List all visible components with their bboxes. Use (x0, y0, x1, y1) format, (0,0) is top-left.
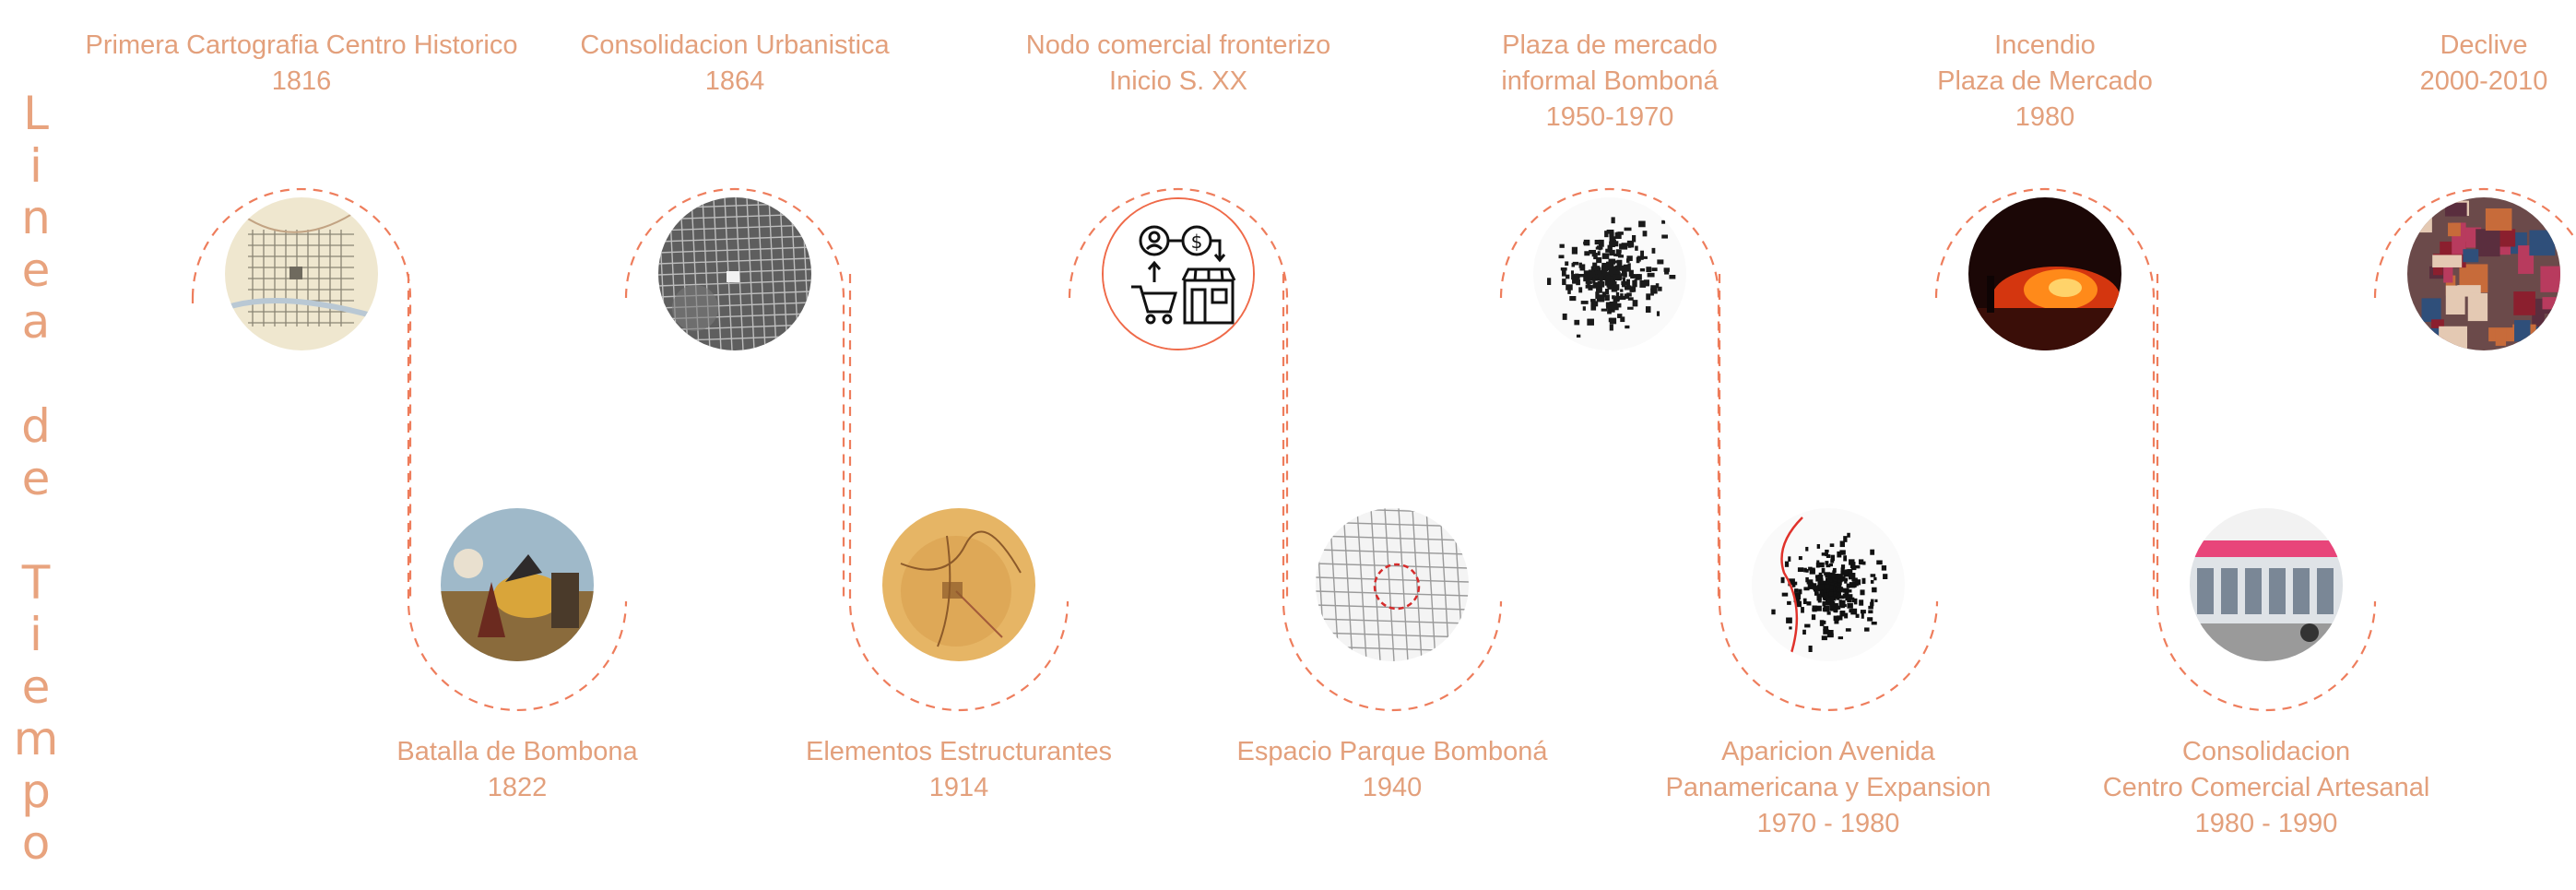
timeline-node-cartografia (225, 197, 378, 350)
vertical-title-letter (7, 349, 65, 401)
event-date: Inicio S. XX (1109, 66, 1247, 96)
vertical-title-letter: d (21, 399, 51, 453)
event-date: 1980 - 1990 (2194, 809, 2338, 838)
urban-sprawl-map-image (1752, 508, 1905, 661)
event-date: 1950-1970 (1545, 102, 1674, 132)
battle-painting-image (441, 508, 594, 661)
vertical-title-letter: e (21, 243, 51, 297)
vertical-title-letter: p (21, 764, 51, 818)
shopping-center-photo-image (2190, 508, 2343, 661)
vertical-title-letter: T (21, 555, 51, 610)
event-title-line: Plaza de mercado (1502, 30, 1718, 60)
timeline-node-avenida (1752, 508, 1905, 661)
timeline-node-cc-artesanal (2190, 508, 2343, 661)
vertical-title-letter: e (21, 451, 51, 505)
bw-aerial-grid-map-image (658, 197, 811, 350)
svg-text:$: $ (1191, 231, 1203, 253)
vertical-title-letter: m (13, 712, 59, 765)
event-title-line: Espacio Parque Bomboná (1236, 737, 1548, 766)
event-title-line: Batalla de Bombona (396, 737, 638, 766)
timeline-node-declive (2407, 197, 2560, 350)
event-title-line: Declive (2440, 30, 2528, 60)
event-title-line: Consolidacion Urbanistica (580, 30, 890, 60)
event-title-line: Centro Comercial Artesanal (2102, 773, 2430, 802)
event-title-line: Consolidacion (2181, 737, 2351, 766)
event-title-line: Aparicion Avenida (1721, 737, 1935, 766)
event-title-line: Incendio (1994, 30, 2096, 60)
event-title-line: Elementos Estructurantes (805, 737, 1113, 766)
event-label-elementos: Elementos Estructurantes 1914 (806, 734, 1112, 806)
street-map-red-circle-image (1316, 508, 1469, 661)
event-label-cartografia: Primera Cartografia Centro Historico 1816 (86, 28, 518, 100)
event-title-line: Primera Cartografia Centro Historico (85, 30, 518, 60)
timeline-node-nodo: $ (1102, 197, 1255, 350)
timeline-node-espacio (1316, 508, 1469, 661)
timeline-dashed-path (191, 187, 2576, 712)
event-title-line: Panamericana y Expansion (1665, 773, 1991, 802)
vertical-title-letter: i (30, 608, 42, 661)
vertical-title-letter: i (30, 138, 42, 193)
bw-city-fabric-map-image (1533, 197, 1686, 350)
event-date: 1940 (1362, 773, 1423, 802)
event-label-plaza-informal: Plaza de mercado informal Bomboná 1950-197… (1501, 28, 1718, 136)
commerce-exchange-icon-image: $ (1104, 199, 1253, 349)
vertical-title-letter (7, 504, 65, 557)
event-date: 2000-2010 (2419, 66, 2548, 96)
event-date: 1816 (271, 66, 332, 96)
event-date: 1980 (2015, 102, 2075, 132)
old-city-grid-map-image (225, 197, 378, 350)
event-label-batalla: Batalla de Bombona 1822 (396, 734, 637, 806)
event-date: 1970 - 1980 (1756, 809, 1900, 838)
vertical-title-letter: a (21, 295, 51, 349)
fire-photo-image (1968, 197, 2121, 350)
vertical-title-letter: n (21, 191, 51, 244)
event-label-espacio: Espacio Parque Bomboná 1940 (1237, 734, 1548, 806)
event-title-line: Plaza de Mercado (1937, 66, 2153, 96)
event-label-consolidacion-urb: Consolidacion Urbanistica 1864 (580, 28, 889, 100)
market-stalls-photo-image (2407, 197, 2560, 350)
timeline-node-elementos (882, 508, 1035, 661)
event-date: 1864 (704, 66, 765, 96)
event-date: 1822 (487, 773, 548, 802)
timeline-node-consolidacion-urb (658, 197, 811, 350)
timeline-node-batalla (441, 508, 594, 661)
event-date: 1914 (928, 773, 989, 802)
timeline-node-plaza-informal (1533, 197, 1686, 350)
sepia-old-map-image (882, 508, 1035, 661)
event-label-declive: Declive 2000-2010 (2420, 28, 2548, 100)
vertical-title-letter: e (21, 659, 51, 714)
timeline-node-incendio (1968, 197, 2121, 350)
event-title-line: informal Bomboná (1501, 66, 1719, 96)
event-title-line: Nodo comercial fronterizo (1025, 30, 1331, 60)
vertical-title-letter: L (23, 87, 49, 140)
vertical-title-letter: o (21, 816, 51, 870)
